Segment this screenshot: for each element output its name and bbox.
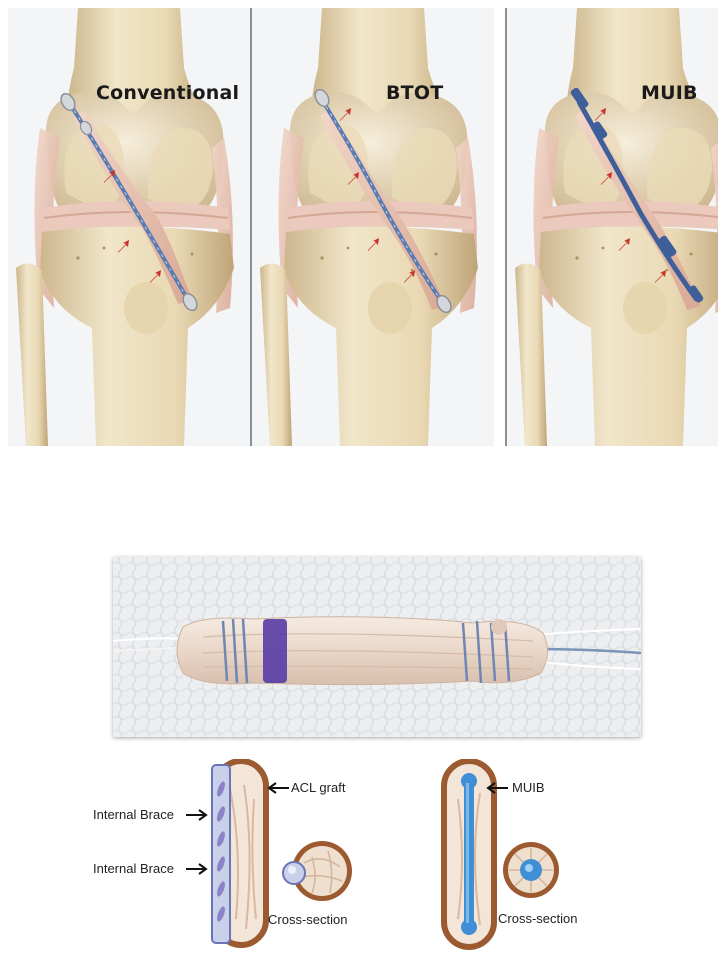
conventional-cross-section [278,833,354,909]
label-cross-section-right: Cross-section [498,911,577,926]
graft-photo [113,557,641,737]
label-acl-graft: ACL graft [291,780,345,795]
label-muib: MUIB [512,780,545,795]
panel-label-btot: BTOT [386,82,443,104]
arrow-icon [265,781,291,795]
panel-muib: MUIB [507,8,718,446]
panel-conventional: Conventional [8,8,250,446]
muib-cross-section [501,840,561,900]
panel-label-conventional: Conventional [96,82,239,104]
knee-illustration-conventional [8,8,250,446]
knee-illustration-muib [507,8,718,446]
arrow-icon [186,808,212,822]
panel-btot: BTOT [252,8,494,446]
arrow-icon [484,781,510,795]
label-internal-brace-bottom: Internal Brace [93,861,174,876]
label-internal-brace-top: Internal Brace [93,807,174,822]
knee-illustration-btot [252,8,494,446]
label-cross-section-left: Cross-section [268,912,347,927]
panel-label-muib: MUIB [641,82,698,104]
arrow-icon [186,862,212,876]
